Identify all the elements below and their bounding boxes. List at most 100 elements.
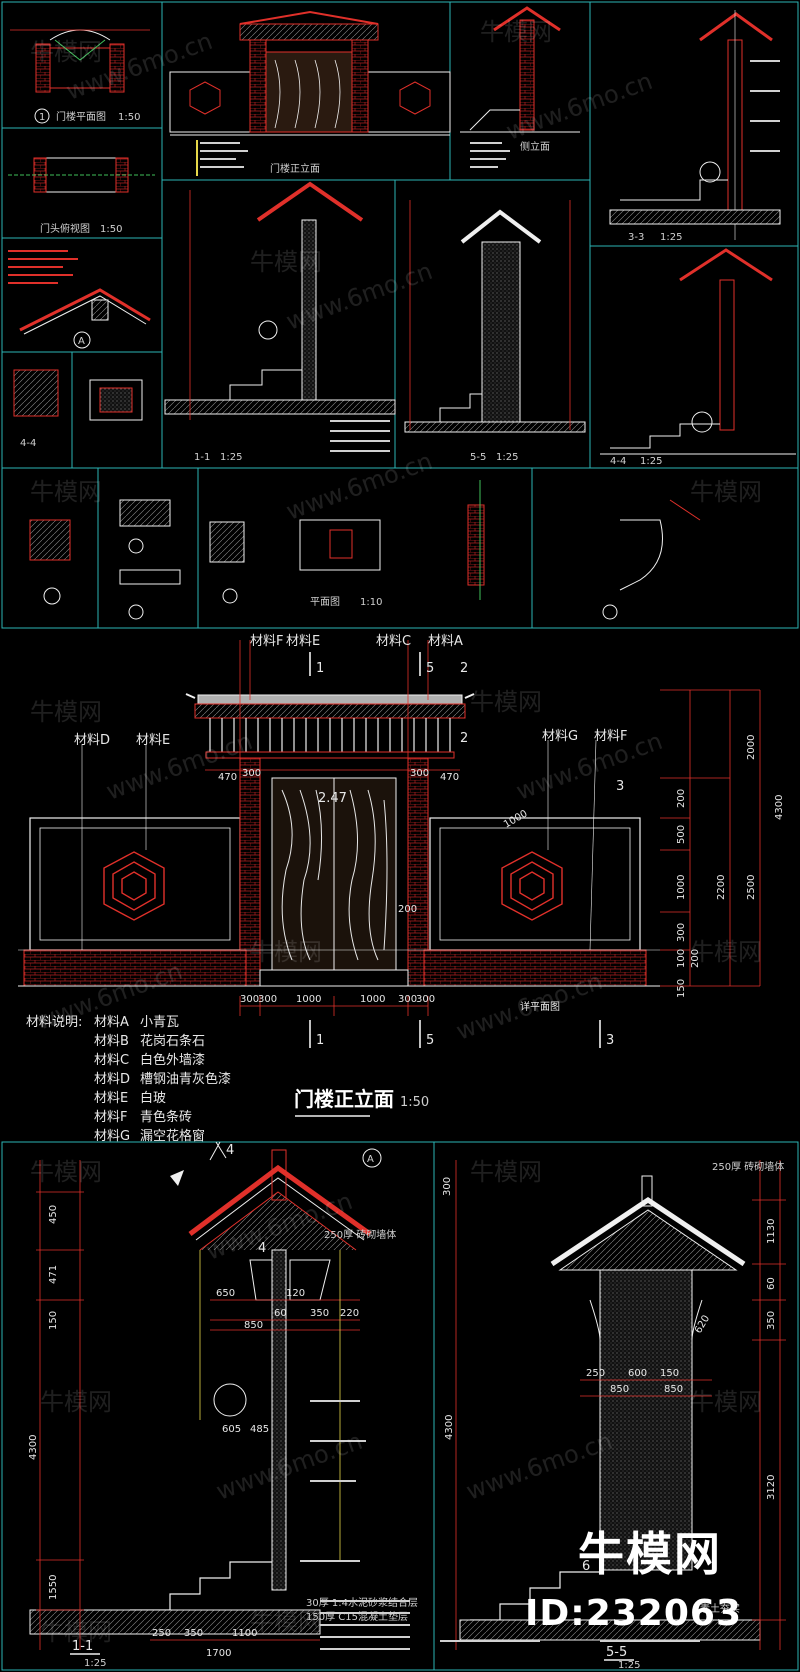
elev-marker-1: 1 [316,661,324,676]
watermark-1: 牛模网 [30,38,102,66]
sec11-dim-mid-6: 220 [340,1308,359,1319]
elev-bottom-marker-2: 5 [426,1033,434,1048]
elev-dim-right-8: 300 [676,923,687,942]
sec11-dim-left-5: 1550 [48,1575,59,1600]
elev-dim-right-11: 150 [676,979,687,998]
sec55-dim-mid-6: 850 [664,1384,683,1395]
watermark-3: 牛模网 [250,248,322,276]
elev-top-label-1: 材料F [250,634,283,649]
sec11-note-2: 30厚 1:4水泥砂浆结合层 [306,1596,418,1609]
elev-dim-right-6: 2500 [746,875,757,900]
sec11-note-3: 150厚 C15混凝土垫层 [306,1610,408,1623]
elev-dim-top-2: 300 [242,768,261,779]
sec11-note-1: 250厚 砖砌墙体 [324,1228,396,1241]
panel1-scale: 1:50 [118,112,140,123]
sec55-dim-mid-1: 250 [586,1368,605,1379]
ground-note: 详平面图 [520,1000,560,1013]
elev-marker-3: 2 [460,661,468,676]
material-a-desc: 小青瓦 [140,1015,179,1030]
material-legend: 材料说明: 材料A 小青瓦 材料B 花岗石条石 材料C 白色外墙漆 材料D 槽钢… [26,1015,429,1144]
watermark-12: 牛模网 [470,688,542,716]
sec11-dim-mid-7: 605 [222,1424,241,1435]
sec11-dim-mid-3: 120 [286,1288,305,1299]
sec11-dim-mid-8: 485 [250,1424,269,1435]
material-a-key: 材料A [94,1015,129,1030]
detail-plan-scale: 1:10 [360,597,382,608]
panel2-title: 门楼正立面 [270,162,320,175]
detail-plan-title: 平面图 [310,596,340,608]
material-g-desc: 漏空花格窗 [140,1128,205,1144]
elev-dim-right-1: 2000 [746,735,757,760]
sec55-dim-mid-3: 150 [660,1368,679,1379]
sec55-dim-right-6: 3120 [766,1475,777,1500]
elev-dim-right-4: 500 [676,825,687,844]
sec55-dim-mid-5: 850 [610,1384,629,1395]
elev-top-label-2: 材料E [286,634,320,649]
watermark-23: 牛模网 [690,1388,762,1416]
door-number: 2.47 [318,791,347,806]
watermark-20: 牛模网 [470,1158,542,1186]
sec44-scale: 1:25 [640,456,662,467]
material-b-key: 材料B [94,1034,129,1049]
sec11-dim-mid-2: 850 [244,1320,263,1331]
sec55-scale: 1:25 [618,1660,640,1671]
sec55-title: 5-5 [606,1645,627,1660]
elevation-scale: 1:50 [400,1095,429,1110]
sec11-dim-bottom-4: 1700 [206,1648,231,1659]
elev-bottom-marker-3: 3 [606,1033,614,1048]
sec11-dim-mid-5: 350 [310,1308,329,1319]
material-e-key: 材料E [94,1091,128,1106]
small-sec11-title: 1-1 [194,452,210,463]
elev-mid-label-4: 材料F [594,729,627,744]
panel-small-section-55: 5-5 1:25 [404,200,586,463]
elev-dim-top-3: 300 [410,768,429,779]
elev-marker-2: 5 [426,661,434,676]
top-panels [1,1,799,629]
material-e-desc: 白玻 [140,1090,166,1106]
section-55-labels: 250厚 砖砌墙体 6 250 600 150 620 850 850 300 … [442,1160,784,1671]
elev-dim-top-1: 470 [218,772,237,783]
panel-section-44: 4-4 1:25 [600,248,796,467]
elev-dim-top-4: 470 [440,772,459,783]
elev-dim-right-3: 200 [676,789,687,808]
panel4-scale: 1:50 [100,224,122,235]
elev-dim-bottom-4: 1000 [360,994,385,1005]
sec55-note: 素土夯实 [700,1602,740,1615]
panel-roof-detail: A [8,250,151,349]
material-c-desc: 白色外墙漆 [140,1052,205,1068]
elev-mid-label-1: 材料D [74,733,110,748]
sec11-dim-bottom-2: 350 [184,1628,203,1639]
material-g-key: 材料G [94,1129,130,1144]
panel1-title: 门楼平面图 [56,110,106,123]
section-11-labels: 4 4 A 250厚 砖砌墙体 30厚 1:4水泥砂浆结合层 150厚 C15混… [28,1143,418,1669]
sec11-title: 1-1 [72,1639,93,1654]
sec55-dim-right-2: 1130 [766,1219,777,1244]
material-d-key: 材料D [94,1072,130,1087]
panel-detail-row: 平面图 1:10 [29,480,701,620]
watermark-26: 牛模网 [250,1608,322,1636]
bottom-frames [1,1141,799,1671]
elev-mid-label-2: 材料E [136,733,170,748]
small-sec11-scale: 1:25 [220,452,242,463]
elev-dim-right-9: 100 [676,949,687,968]
material-c-key: 材料C [94,1053,129,1068]
panel1-circle: 1 [39,112,45,123]
watermark-18: 牛模网 [30,1158,102,1186]
sec33-scale: 1:25 [660,232,682,243]
small-sec55-scale: 1:25 [496,452,518,463]
sec11-circle: A [367,1154,374,1165]
sec33-title: 3-3 [628,232,644,243]
material-header: 材料说明: [26,1015,82,1030]
sec55-dim-mid-2: 600 [628,1368,647,1379]
elevation-title: 门楼正立面 [294,1087,394,1111]
panel-top-view: 门头俯视图 1:50 [8,157,155,235]
sec11-marker: 4 [226,1143,234,1158]
material-b-desc: 花岗石条石 [140,1033,205,1049]
detail44-title: 4-4 [20,438,36,449]
panel-small-elevation: 门楼正立面 [169,10,451,176]
panel4-title: 门头俯视图 [40,222,90,235]
elev-top-label-4: 材料A [428,634,463,649]
sec11-marker-2: 4 [258,1241,266,1256]
sec55-top-note: 250厚 砖砌墙体 [712,1160,784,1173]
elev-dim-bottom-5: 300 [398,994,417,1005]
